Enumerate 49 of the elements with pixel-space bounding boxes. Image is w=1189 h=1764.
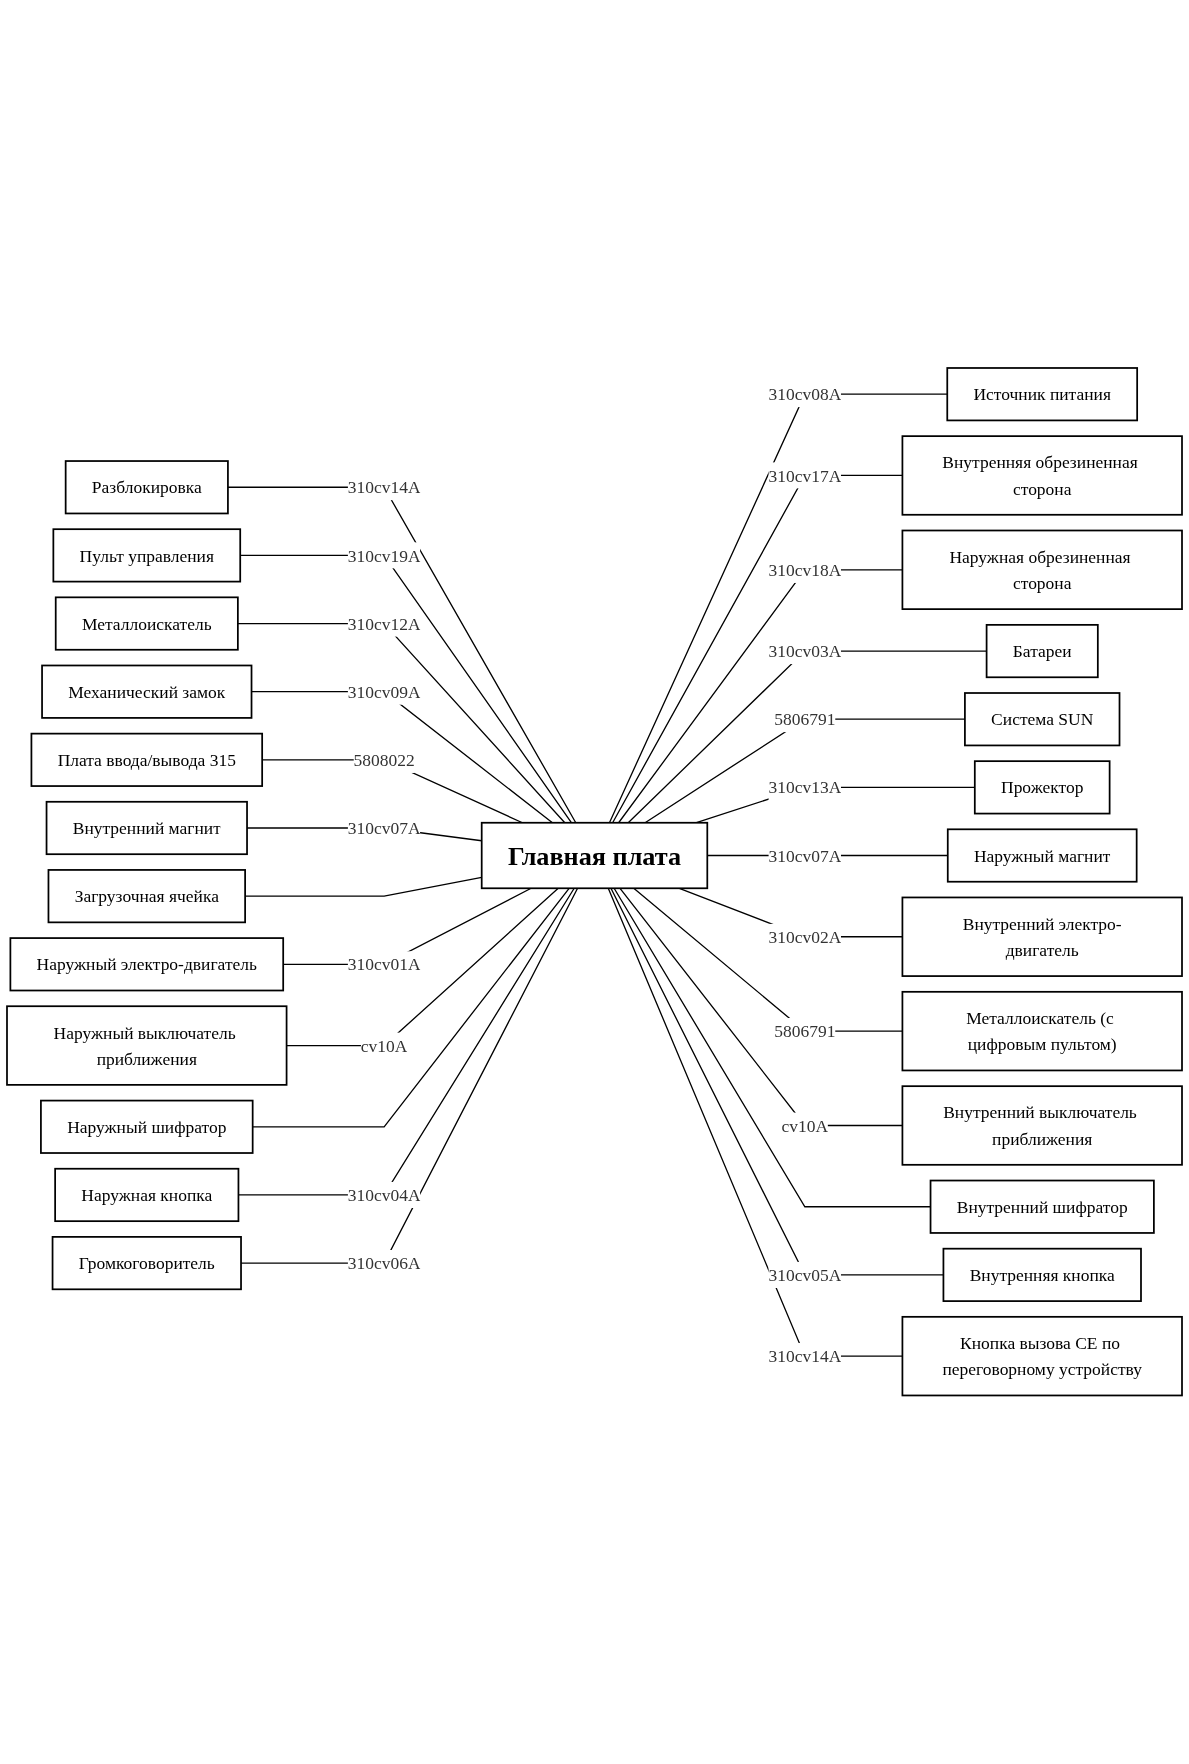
node-box: Внутренний электро-двигатель bbox=[901, 896, 1183, 978]
edge-label: 310cv01A bbox=[347, 954, 421, 975]
edge-label: 310cv07A bbox=[768, 846, 842, 866]
edge-label: 310cv08A bbox=[768, 384, 842, 405]
node-box: Громкоговоритель bbox=[51, 1236, 242, 1291]
node-box: Наружный электро-двигатель bbox=[9, 937, 285, 992]
edge-label: 310cv09A bbox=[347, 682, 421, 702]
edge-label: 310cv03A bbox=[768, 641, 842, 661]
node-box: Металлоискатель (с цифровым пультом) bbox=[901, 991, 1183, 1072]
connector bbox=[608, 393, 948, 824]
edge-label: 310cv18A bbox=[768, 560, 842, 580]
node-box: Прожектор bbox=[973, 760, 1111, 815]
node-box: Наружный шифратор bbox=[40, 1099, 254, 1155]
edge-label: 310cv13A bbox=[768, 778, 842, 798]
node-box: Главная плата bbox=[480, 822, 709, 890]
node-box: Источник питания bbox=[946, 367, 1139, 422]
node-box: Внутренняя обрезиненная сторона bbox=[901, 435, 1183, 516]
node-box: Внутренний шифратор bbox=[929, 1179, 1155, 1235]
edge-label: 5808022 bbox=[353, 750, 415, 770]
node-box: Загрузочная ячейка bbox=[47, 869, 246, 924]
node-box: Система SUN bbox=[964, 692, 1121, 747]
node-box: Батареи bbox=[985, 624, 1099, 679]
node-box: Внутренний выключатель приближения bbox=[901, 1085, 1183, 1166]
edge-label: 310cv14A bbox=[768, 1346, 842, 1367]
edge-label: 5806791 bbox=[774, 1021, 836, 1042]
edge-label: 310cv17A bbox=[768, 466, 842, 486]
node-box: Пульт управления bbox=[52, 528, 242, 583]
node-box: Кнопка вызова CE по переговорному устройству bbox=[901, 1316, 1183, 1397]
edge-label: 310cv02A bbox=[768, 927, 842, 947]
edge-label: 5806791 bbox=[774, 709, 836, 730]
edge-label: 310cv05A bbox=[768, 1265, 842, 1285]
edge-label: 310cv06A bbox=[347, 1253, 421, 1273]
edge-label: 310cv12A bbox=[347, 614, 421, 634]
edge-label: cv10A bbox=[360, 1036, 408, 1056]
node-box: Наружный выключатель приближения bbox=[6, 1005, 288, 1086]
node-box: Металлоискатель bbox=[54, 596, 239, 651]
node-box: Внутренний магнит bbox=[45, 801, 248, 856]
node-box: Внутренняя кнопка bbox=[942, 1248, 1142, 1303]
node-box: Механический замок bbox=[41, 664, 253, 720]
node-box: Разблокировка bbox=[64, 460, 229, 515]
edge-label: 310cv14A bbox=[347, 477, 421, 498]
node-box: Плата ввода/вывода 315 bbox=[30, 733, 264, 788]
node-box: Наружная обрезиненная сторона bbox=[901, 529, 1183, 611]
edge-label: 310cv19A bbox=[347, 546, 421, 566]
node-box: Наружная кнопка bbox=[54, 1168, 240, 1223]
edge-label: 310cv04A bbox=[347, 1185, 421, 1205]
node-box: Наружный магнит bbox=[946, 828, 1138, 883]
edge-label: 310cv07A bbox=[347, 818, 421, 838]
edge-label: cv10A bbox=[781, 1116, 829, 1136]
